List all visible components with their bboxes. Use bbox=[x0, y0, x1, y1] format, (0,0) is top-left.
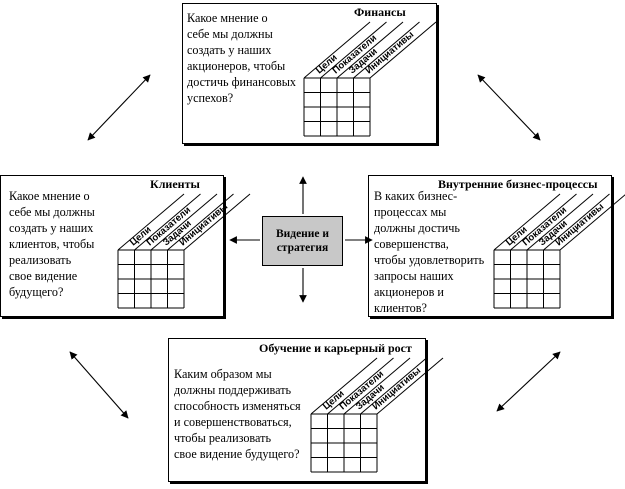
text-line: клиентов, чтобы bbox=[9, 237, 95, 251]
header-diagonal bbox=[303, 21, 371, 79]
text-line: запросы наших bbox=[374, 269, 454, 283]
text-line: должны достичь bbox=[374, 221, 460, 235]
header-diagonal bbox=[353, 21, 420, 79]
center-line: Видение и bbox=[275, 228, 330, 240]
center-line: стратегия bbox=[276, 242, 329, 254]
text-line: успехов? bbox=[187, 91, 234, 105]
arrow-top-left bbox=[87, 74, 151, 141]
text-line: будущего? bbox=[9, 285, 64, 299]
text-line: Каким образом мы bbox=[174, 367, 272, 381]
learning-title: Обучение и карьерный рост bbox=[259, 341, 412, 355]
text-line: процессах мы bbox=[374, 205, 447, 219]
text-line: себе мы должны bbox=[9, 205, 95, 219]
header-diagonal bbox=[320, 21, 387, 79]
text-line: способность изменяться bbox=[174, 399, 301, 413]
learning-matrix bbox=[310, 357, 444, 473]
text-line: реализовать bbox=[9, 253, 72, 267]
header-diagonal bbox=[360, 357, 427, 415]
text-line: свое видение bbox=[9, 269, 78, 283]
header-diagonal bbox=[167, 193, 234, 251]
internal-title: Внутренние бизнес-процессы bbox=[438, 177, 598, 191]
text-line: совершенства, bbox=[374, 237, 449, 251]
header-diagonal bbox=[526, 193, 594, 251]
text-line: акционеров, чтобы bbox=[187, 59, 286, 73]
header-diagonal bbox=[543, 193, 610, 251]
header-diagonal bbox=[183, 193, 251, 251]
text-line: создать у наших bbox=[187, 43, 272, 57]
header-diagonal bbox=[117, 193, 185, 251]
text-line: создать у наших bbox=[9, 221, 94, 235]
text-line: и совершенствоваться, bbox=[174, 415, 292, 429]
text-line: В каких бизнес- bbox=[374, 189, 458, 203]
header-diagonal bbox=[327, 357, 394, 415]
header-diagonal bbox=[369, 21, 437, 79]
header-diagonal bbox=[134, 193, 201, 251]
text-line: должны поддерживать bbox=[174, 383, 292, 397]
header-diagonal bbox=[150, 193, 218, 251]
finance-question: Какое мнение о себе мы должны создать у … bbox=[187, 10, 296, 106]
header-diagonal bbox=[493, 193, 561, 251]
header-diagonal bbox=[510, 193, 577, 251]
internal-question: В каких бизнес- процессах мы должны дост… bbox=[374, 188, 484, 316]
learning-panel: Обучение и карьерный рост Каким образом … bbox=[168, 338, 426, 482]
internal-matrix bbox=[493, 193, 625, 309]
internal-processes-panel: Внутренние бизнес-процессы В каких бизне… bbox=[368, 175, 612, 317]
text-line: достичь финансовых bbox=[187, 75, 297, 89]
clients-matrix bbox=[117, 193, 251, 309]
finance-title: Финансы bbox=[354, 5, 406, 19]
finance-panel: Финансы Какое мнение о себе мы должны со… bbox=[182, 3, 437, 144]
vision-strategy-box: Видение и стратегия bbox=[262, 216, 343, 266]
header-diagonal bbox=[310, 357, 378, 415]
text-line: Какое мнение о bbox=[9, 189, 90, 203]
arrow-bottom-right bbox=[496, 351, 561, 412]
finance-matrix bbox=[303, 21, 437, 137]
text-line: чтобы удовлетворить bbox=[374, 253, 485, 267]
clients-panel: Клиенты Какое мнение о себе мы должны со… bbox=[0, 175, 224, 317]
clients-question: Какое мнение о себе мы должны создать у … bbox=[9, 188, 95, 300]
arrow-top-right bbox=[477, 74, 541, 141]
text-line: себе мы должны bbox=[187, 27, 273, 41]
text-line: клиентов? bbox=[374, 301, 427, 315]
header-diagonal bbox=[559, 194, 625, 251]
clients-title: Клиенты bbox=[150, 177, 200, 191]
header-diagonal bbox=[343, 357, 411, 415]
arrow-bottom-left bbox=[69, 351, 129, 419]
header-diagonal bbox=[336, 21, 404, 79]
learning-question: Каким образом мы должны поддерживать спо… bbox=[174, 366, 301, 462]
text-line: свое видение будущего? bbox=[174, 447, 300, 461]
text-line: чтобы реализовать bbox=[174, 431, 272, 445]
text-line: акционеров и bbox=[374, 285, 444, 299]
header-diagonal bbox=[376, 357, 444, 415]
text-line: Какое мнение о bbox=[187, 11, 268, 25]
